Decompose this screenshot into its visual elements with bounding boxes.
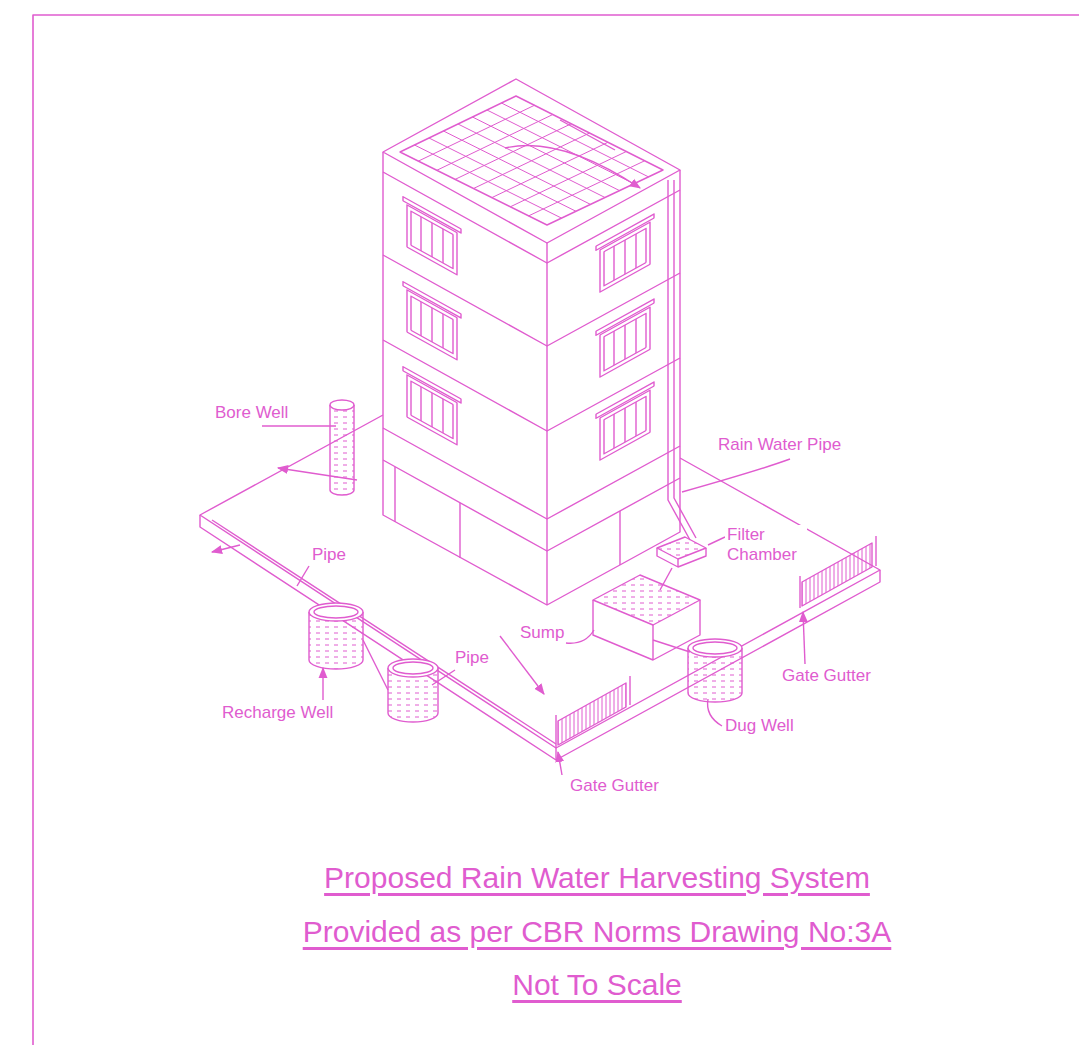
drawing-caption: Provided as per CBR Norms Drawing No:3A — [150, 914, 1044, 950]
scale-note: Not To Scale — [200, 967, 994, 1003]
part-label: Dug Well — [723, 716, 796, 736]
part-label: Gate Gutter — [568, 776, 661, 796]
part-label: Sump — [518, 623, 566, 643]
part-label: Bore Well — [213, 403, 290, 423]
drawing-title: Proposed Rain Water Harvesting System — [200, 860, 994, 896]
part-label: Recharge Well — [220, 703, 335, 723]
part-label: Gate Gutter — [780, 666, 873, 686]
part-label: Filter Chamber — [725, 525, 807, 565]
part-label: Pipe — [310, 545, 348, 565]
part-label: Pipe — [453, 648, 491, 668]
part-label: Rain Water Pipe — [716, 435, 843, 455]
